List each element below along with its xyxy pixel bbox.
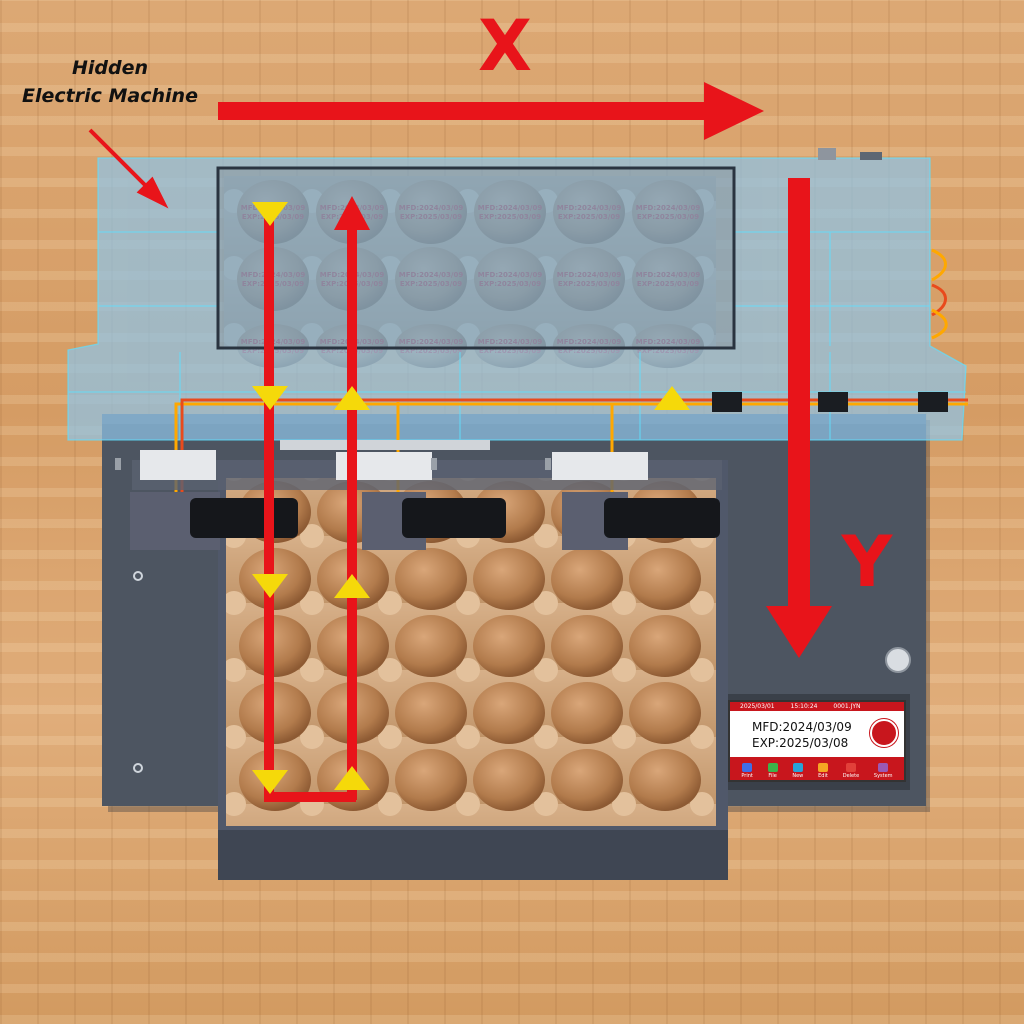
callout-arrow <box>88 128 169 209</box>
up-marker <box>334 574 370 598</box>
screen-button-label: New <box>792 773 804 779</box>
down-marker <box>252 386 288 410</box>
new-icon <box>792 763 803 772</box>
up-marker <box>334 386 370 410</box>
up-marker <box>334 766 370 790</box>
x-axis-label: X <box>478 5 532 87</box>
gantry-rail <box>280 440 490 450</box>
egg <box>551 682 623 744</box>
screen-button-label: System <box>873 773 893 779</box>
screw-hole <box>133 763 143 773</box>
file-icon <box>767 763 778 772</box>
screen-toolbar: Print File New Edit Delete System <box>730 757 904 780</box>
y-axis-arrow <box>766 178 832 658</box>
egg <box>395 548 467 610</box>
hidden-electric-machine-callout: Hidden Electric Machine <box>20 54 200 110</box>
touch-screen[interactable]: 2025/03/01 15:10:24 0001.JYN MFD:2024/03… <box>728 700 906 782</box>
screen-button-file[interactable]: File <box>767 763 778 780</box>
egg <box>473 548 545 610</box>
screen-button-new[interactable]: New <box>792 763 803 780</box>
screen-button-label: Edit <box>818 773 828 779</box>
power-button <box>885 647 911 673</box>
screen-exp-text: EXP:2025/03/08 <box>752 736 849 750</box>
egg <box>395 615 467 677</box>
screen-button-print[interactable]: Print <box>741 763 753 780</box>
screen-button-label: Delete <box>842 773 860 779</box>
egg <box>551 548 623 610</box>
down-marker <box>252 770 288 794</box>
path-down-line <box>264 210 274 800</box>
egg <box>473 682 545 744</box>
screen-button-label: File <box>768 773 777 779</box>
screen-mfd-text: MFD:2024/03/09 <box>752 720 852 734</box>
screen-date: 2025/03/01 <box>740 703 775 710</box>
screen-job: 0001.JYN <box>833 703 861 710</box>
egg <box>551 615 623 677</box>
down-marker <box>252 202 288 226</box>
print-head-3 <box>545 452 720 550</box>
path-bottom-line <box>264 792 356 802</box>
egg <box>551 749 623 811</box>
screen-status-bar: 2025/03/01 15:10:24 0001.JYN <box>730 702 904 711</box>
y-axis-label: Y <box>841 521 893 603</box>
egg <box>239 682 311 744</box>
edit-icon <box>817 763 828 772</box>
path-up-line <box>347 220 357 800</box>
callout-line-2: Electric Machine <box>22 85 198 107</box>
hidden-electric-machine-housing <box>68 158 966 440</box>
egg <box>239 615 311 677</box>
screen-button-label: Print <box>741 773 753 779</box>
egg <box>629 548 701 610</box>
screw-hole <box>133 571 143 581</box>
egg <box>395 749 467 811</box>
delete-icon <box>845 763 856 772</box>
screen-button-system[interactable]: System <box>874 763 893 780</box>
egg <box>473 749 545 811</box>
screen-time: 15:10:24 <box>790 703 818 710</box>
screen-content: MFD:2024/03/09 EXP:2025/03/08 <box>730 711 904 757</box>
port-knob <box>818 148 836 160</box>
down-marker <box>252 574 288 598</box>
egg <box>629 615 701 677</box>
path-up-arrowhead <box>334 196 370 230</box>
system-icon <box>878 763 889 772</box>
up-marker <box>654 386 690 410</box>
print-path <box>264 196 370 802</box>
brand-logo-icon <box>870 719 898 747</box>
housing-grid <box>67 157 967 441</box>
direction-markers <box>252 202 690 794</box>
egg <box>629 682 701 744</box>
egg <box>473 615 545 677</box>
egg <box>629 749 701 811</box>
screen-button-delete[interactable]: Delete <box>843 763 859 780</box>
cable-clips <box>712 392 948 412</box>
print-icon <box>742 763 753 772</box>
screen-button-edit[interactable]: Edit <box>817 763 828 780</box>
x-axis-arrow <box>218 82 764 140</box>
egg <box>395 682 467 744</box>
print-head-1 <box>115 450 298 550</box>
callout-line-1: Hidden <box>71 57 149 79</box>
